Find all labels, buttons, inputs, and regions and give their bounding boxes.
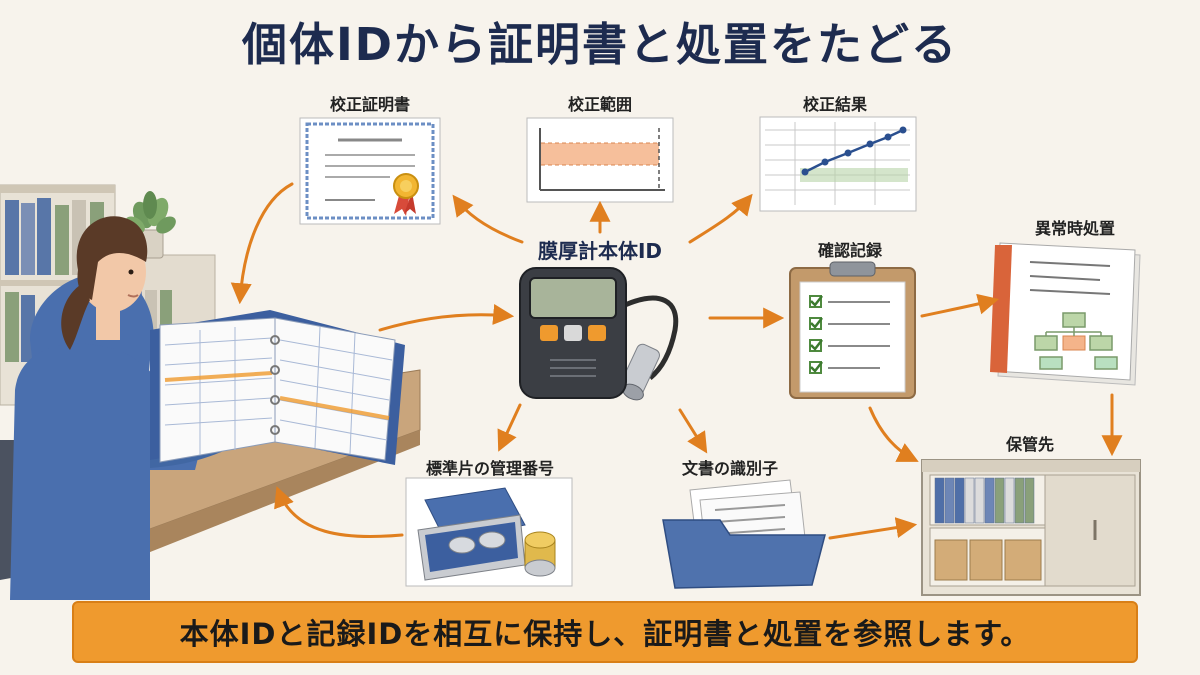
thickness-gauge-device [519,267,679,401]
node-standard-label: 標準片の管理番号 [425,459,554,478]
storage-cabinet [921,459,1141,596]
node-result-label: 校正結果 [802,95,867,114]
center-device-label: 膜厚計本体ID [537,239,663,263]
document-folder [662,479,826,589]
node-certificate-label: 校正証明書 [329,95,410,114]
node-document-id-label: 文書の識別子 [681,459,778,478]
calibration-range-chart [526,117,674,203]
flow-arrows [230,182,1123,540]
certificate-illustration [299,117,441,225]
calibration-result-sheet [759,116,917,212]
abnormal-manual-book [990,242,1141,386]
summary-banner-text: 本体IDと記録IDを相互に保持し、証明書と処置を参照します。 [179,617,1031,651]
node-storage-label: 保管先 [1005,435,1054,454]
summary-banner: 本体IDと記録IDを相互に保持し、証明書と処置を参照します。 [72,601,1138,663]
checklist-clipboard [789,261,916,399]
page-title: 個体IDから証明書と処置をたどる [241,18,959,71]
node-range-label: 校正範囲 [567,95,632,114]
open-binder [150,310,405,465]
node-abnormal-label: 異常時処置 [1034,219,1115,238]
standard-pieces-case [405,477,573,587]
node-check-label: 確認記録 [817,241,882,260]
office-scene [0,184,421,600]
